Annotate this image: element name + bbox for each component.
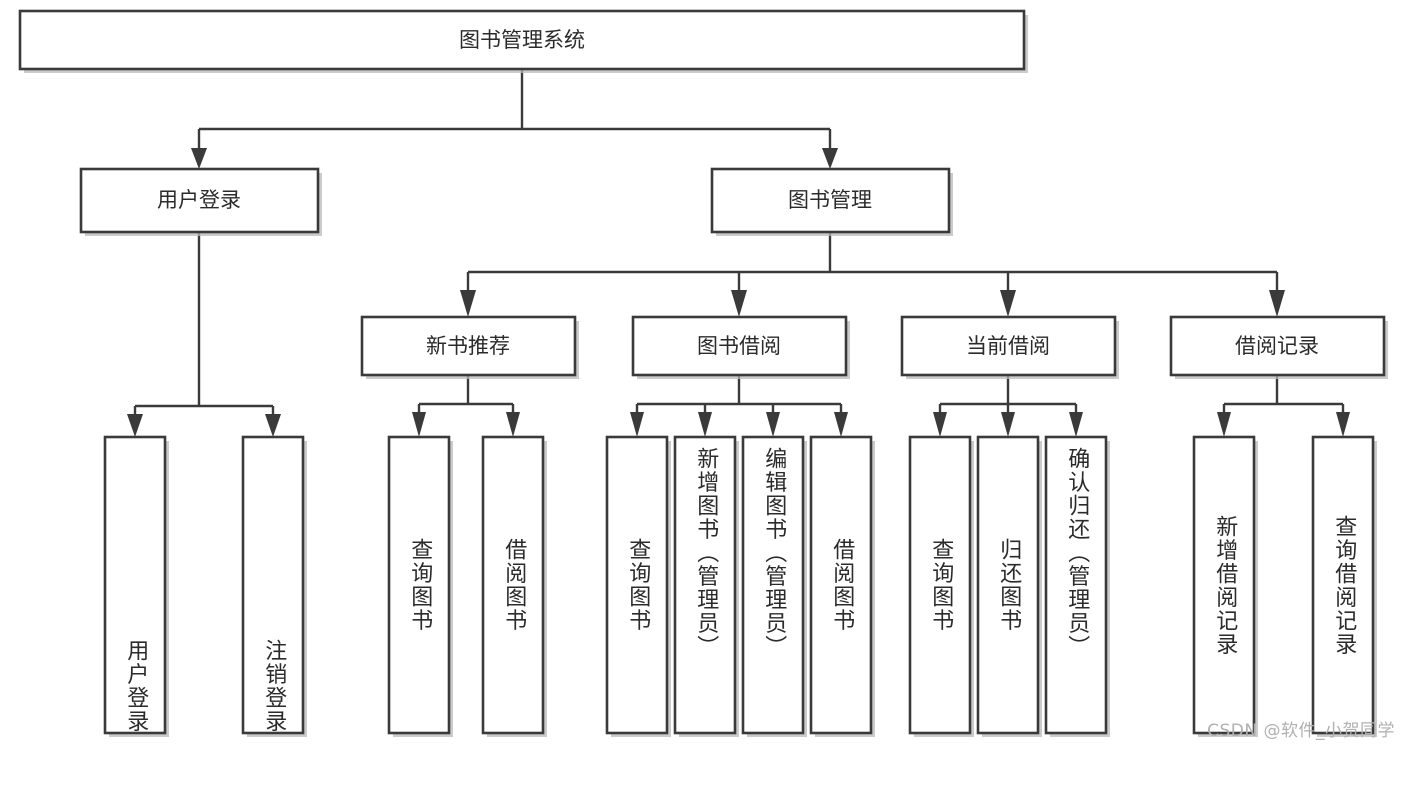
connector-group-newbook [412,375,520,437]
arrowhead-bookmgmt [822,148,838,169]
arrowhead-userlogin [191,148,207,169]
leaf-node-currentborrow-return[interactable] [976,435,1042,737]
node-book-borrow-label: 图书借阅 [697,334,781,358]
leaf-node-user-login-login[interactable] [103,435,169,737]
leaf-node-user-login-logout[interactable] [241,435,307,737]
node-user-login-label: 用户登录 [157,188,241,212]
node-book-borrow[interactable]: 图书借阅 [631,315,850,379]
diagram-canvas: 图书管理系统 用户登录 图书管理 新书推荐 图书借阅 当前借阅 [18,9,1388,737]
leaf-node-borrowrecord-add[interactable] [1192,435,1258,737]
node-borrow-record[interactable]: 借阅记录 [1169,315,1388,379]
arrowhead-currentborrow-query [933,412,947,437]
arrowhead-leaf-logout [265,414,281,437]
node-book-management[interactable]: 图书管理 [710,167,953,236]
node-current-borrow[interactable]: 当前借阅 [900,315,1119,379]
node-borrow-record-label: 借阅记录 [1235,334,1319,358]
leaf-node-currentborrow-query[interactable] [908,435,974,737]
node-book-management-label: 图书管理 [788,188,872,212]
node-current-borrow-label: 当前借阅 [966,334,1050,358]
arrowhead-bookborrow-edit [766,412,780,437]
leaf-node-borrowrecord-query[interactable] [1311,435,1377,737]
arrowhead-newbook-query [412,412,426,437]
connector-group-bookborrow [630,375,848,437]
arrowhead-book-borrow [731,290,747,317]
functional-structure-diagram: 图书管理系统 用户登录 图书管理 新书推荐 图书借阅 当前借阅 [18,9,1395,741]
node-new-book-recommend-label: 新书推荐 [426,334,510,358]
leaf-node-bookborrow-add[interactable] [673,435,739,737]
connector-group-userlogin [127,232,281,437]
leaf-node-currentborrow-confirm[interactable] [1044,435,1110,737]
connector-group-borrowrecord [1217,375,1350,437]
node-root[interactable]: 图书管理系统 [18,9,1028,73]
leaf-node-newbook-borrow[interactable] [481,435,547,737]
leaf-node-bookborrow-borrow[interactable] [809,435,875,737]
watermark: CSDN @软件_小贺同学 [1207,721,1395,741]
arrowhead-new-book [460,290,476,317]
leaf-node-newbook-query[interactable] [387,435,453,737]
arrowhead-bookborrow-borrow [834,412,848,437]
connector-group-root [191,69,838,169]
arrowhead-borrowrecord-add [1217,412,1231,437]
arrowhead-bookborrow-add [698,412,712,437]
connector-group-bookmgmt [460,232,1285,317]
node-new-book-recommend[interactable]: 新书推荐 [360,315,579,379]
arrowhead-borrow-record [1269,290,1285,317]
arrowhead-current-borrow [1000,290,1016,317]
arrowhead-bookborrow-query [630,412,644,437]
node-user-login[interactable]: 用户登录 [79,167,322,236]
arrowhead-leaf-user-login [127,414,143,437]
arrowhead-borrowrecord-query [1336,412,1350,437]
connector-group-currentborrow [933,375,1083,437]
leaf-node-bookborrow-edit[interactable] [741,435,807,737]
leaf-node-bookborrow-query[interactable] [605,435,671,737]
node-root-label: 图书管理系统 [459,28,585,52]
arrowhead-currentborrow-return [1001,412,1015,437]
arrowhead-currentborrow-confirm [1069,412,1083,437]
arrowhead-newbook-borrow [506,412,520,437]
